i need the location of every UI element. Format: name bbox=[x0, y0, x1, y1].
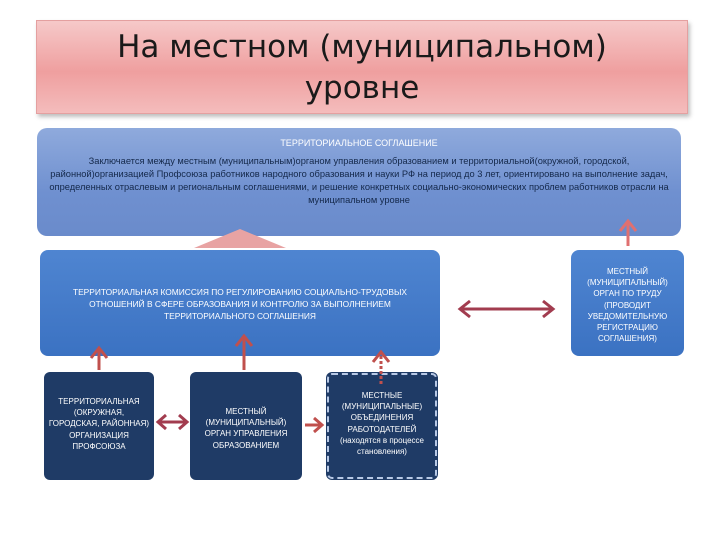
double-arrow-union-education bbox=[155, 413, 190, 431]
territorial-agreement-box: ТЕРРИТОРИАЛЬНОЕ СОГЛАШЕНИЕ Заключается м… bbox=[37, 128, 681, 236]
union-organization-box: ТЕРРИТОРИАЛЬНАЯ (ОКРУЖНАЯ, ГОРОДСКАЯ, РА… bbox=[44, 372, 154, 480]
double-arrow-commission-local-labor bbox=[457, 299, 556, 319]
local-labor-body-box: МЕСТНЫЙ (МУНИЦИПАЛЬНЫЙ) ОРГАН ПО ТРУДУ (… bbox=[571, 250, 684, 356]
up-arrow-education-to-commission bbox=[234, 333, 254, 370]
arrow-education-to-employers bbox=[305, 416, 325, 434]
agreement-header: ТЕРРИТОРИАЛЬНОЕ СОГЛАШЕНИЕ bbox=[280, 138, 438, 148]
up-arrow-employers-to-commission bbox=[371, 349, 391, 384]
education-authority-label: МЕСТНЫЙ (МУНИЦИПАЛЬНЫЙ) ОРГАН УПРАВЛЕНИЯ… bbox=[204, 407, 288, 450]
up-arrow-union-to-commission bbox=[89, 345, 109, 370]
title-underline bbox=[85, 121, 220, 123]
title-banner: На местном (муниципальном) уровне bbox=[36, 20, 688, 123]
employers-associations-label: МЕСТНЫЕ (МУНИЦИПАЛЬНЫЕ) ОБЪЕДИНЕНИЯ РАБО… bbox=[340, 391, 424, 457]
agreement-description: Заключается между местным (муниципальным… bbox=[49, 156, 669, 205]
employers-associations-box: МЕСТНЫЕ (МУНИЦИПАЛЬНЫЕ) ОБЪЕДИНЕНИЯ РАБО… bbox=[326, 372, 438, 480]
union-organization-label: ТЕРРИТОРИАЛЬНАЯ (ОКРУЖНАЯ, ГОРОДСКАЯ, РА… bbox=[48, 397, 150, 451]
commission-label: ТЕРРИТОРИАЛЬНАЯ КОМИССИЯ ПО РЕГУЛИРОВАНИ… bbox=[72, 287, 408, 321]
up-arrow-commission-to-agreement bbox=[194, 229, 286, 248]
education-authority-box: МЕСТНЫЙ (МУНИЦИПАЛЬНЫЙ) ОРГАН УПРАВЛЕНИЯ… bbox=[190, 372, 302, 480]
page-title: На местном (муниципальном) уровне bbox=[117, 29, 607, 106]
up-arrow-local-labor-to-agreement bbox=[618, 218, 638, 246]
territorial-commission-box: ТЕРРИТОРИАЛЬНАЯ КОМИССИЯ ПО РЕГУЛИРОВАНИ… bbox=[40, 250, 440, 356]
local-labor-body-label: МЕСТНЫЙ (МУНИЦИПАЛЬНЫЙ) ОРГАН ПО ТРУДУ (… bbox=[587, 267, 668, 344]
